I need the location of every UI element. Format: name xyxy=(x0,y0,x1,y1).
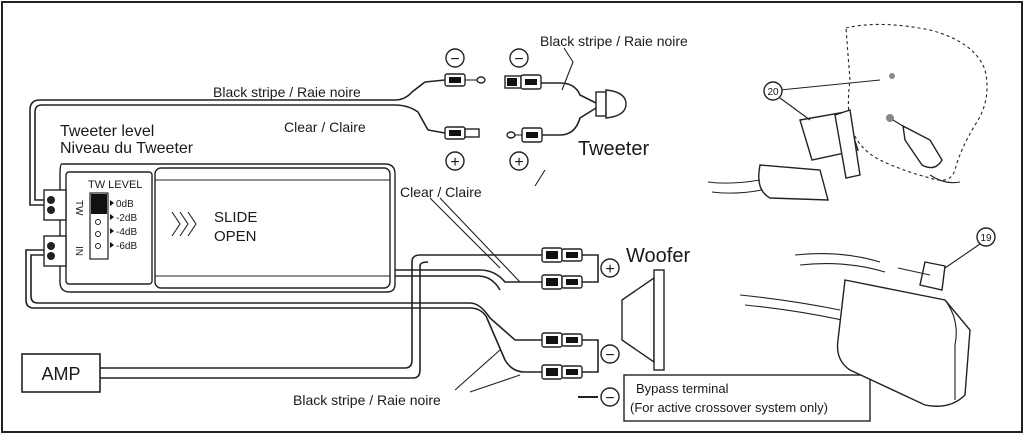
label-woofer: Woofer xyxy=(626,245,690,267)
plus-marker-woofer: + xyxy=(600,258,620,278)
woofer-bridge-minus xyxy=(582,339,599,373)
level-4db: -4dB xyxy=(116,227,137,238)
callout-20: 20 xyxy=(767,87,779,98)
tw-branch-neg xyxy=(424,79,446,83)
amp-label: AMP xyxy=(41,364,80,384)
level-0db: 0dB xyxy=(116,199,134,210)
woofer-wire-plus xyxy=(395,269,545,283)
bypass-box xyxy=(623,374,871,422)
tweeter-connector-neg-right xyxy=(504,74,542,90)
woofer-wire-minus xyxy=(469,302,545,341)
level-2db: -2dB xyxy=(116,213,137,224)
control-panel xyxy=(65,171,153,285)
woofer-connector-4 xyxy=(541,364,583,380)
leader-black-stripe-right xyxy=(561,47,574,91)
tweeter-connector-pos-left xyxy=(444,126,480,140)
bypass-title: Bypass terminal xyxy=(636,381,729,396)
port-tw-label: TW xyxy=(73,200,84,216)
plus-sign: + xyxy=(605,261,614,278)
tweeter-wire-pos xyxy=(540,107,597,136)
minus-marker-bypass: − xyxy=(578,387,620,407)
level-6db: -6dB xyxy=(116,241,137,252)
leader-black-woofer-1 xyxy=(454,349,501,391)
port-in xyxy=(43,235,67,267)
bypass-wire xyxy=(485,315,545,373)
label-black-stripe-bottom: Black stripe / Raie noire xyxy=(293,392,441,408)
woofer-speaker-icon xyxy=(621,269,665,371)
crossover-unit: TW IN TW LEVEL 0dB -2dB -4dB -6dB SLIDE … xyxy=(43,163,396,293)
woofer-connector-3 xyxy=(541,332,583,348)
label-clear-middle: Clear / Claire xyxy=(400,184,482,200)
minus-marker-tw-right: − xyxy=(509,48,529,68)
minus-marker-tw-left: − xyxy=(445,48,465,68)
leader-clear-woofer-2 xyxy=(439,197,521,283)
minus-sign: − xyxy=(605,347,614,364)
minus-sign: − xyxy=(450,51,459,68)
minus-marker-woofer: − xyxy=(600,344,620,364)
plus-sign: + xyxy=(514,154,523,171)
amp-wire-a xyxy=(25,249,487,317)
slide-arrow-icon xyxy=(171,211,197,237)
callout-20-icon xyxy=(763,81,783,101)
install-illustration-bottom: 19 xyxy=(739,227,996,407)
amp-out-wire-1 xyxy=(100,254,545,369)
amp-out-wire-2 xyxy=(100,261,429,379)
level-switch-knob[interactable] xyxy=(91,194,107,214)
woofer-bridge-plus xyxy=(582,254,599,283)
woofer-connector-1 xyxy=(541,247,583,263)
amp-box xyxy=(21,353,101,393)
bypass-note: (For active crossover system only) xyxy=(630,400,828,415)
callout-19: 19 xyxy=(980,233,992,244)
slide-label: SLIDE xyxy=(214,209,257,226)
woofer-connector-2 xyxy=(541,274,583,290)
port-in-label: IN xyxy=(73,246,84,256)
tweeter-speaker-icon xyxy=(595,89,627,119)
leader-black-woofer-2 xyxy=(469,374,521,393)
tw-branch-pos xyxy=(427,129,446,134)
tweeter-wire-neg xyxy=(540,82,597,104)
install-illustration-top: 20 xyxy=(707,23,988,201)
label-black-stripe-top-right: Black stripe / Raie noire xyxy=(540,33,688,49)
minus-sign: − xyxy=(514,51,523,68)
tweeter-connector-neg-left xyxy=(444,73,486,87)
label-tweeter: Tweeter xyxy=(578,138,649,160)
tweeter-connector-pos-right xyxy=(506,127,543,143)
plus-marker-tw-right: + xyxy=(509,151,529,171)
label-niveau-tweeter: Niveau du Tweeter xyxy=(60,140,194,157)
open-label: OPEN xyxy=(214,228,257,245)
leader-clear-woofer-1 xyxy=(429,197,501,269)
port-tw xyxy=(43,189,67,221)
label-tweeter-level: Tweeter level xyxy=(60,123,154,140)
minus-sign: − xyxy=(605,390,614,407)
woofer-wire-plus-2 xyxy=(395,275,501,291)
plus-sign: + xyxy=(450,154,459,171)
tw-level-title: TW LEVEL xyxy=(88,179,142,191)
tweeter-wire-top-2 xyxy=(34,104,429,201)
leader-clear-tweeter xyxy=(534,169,546,187)
callout-19-icon xyxy=(976,227,996,247)
amp-wire-b xyxy=(30,254,470,304)
label-clear-top: Clear / Claire xyxy=(284,119,366,135)
plus-marker-tw-left: + xyxy=(445,151,465,171)
label-black-stripe-top-left: Black stripe / Raie noire xyxy=(213,84,361,100)
slide-cover xyxy=(154,167,391,289)
tweeter-wire-top xyxy=(29,81,426,206)
